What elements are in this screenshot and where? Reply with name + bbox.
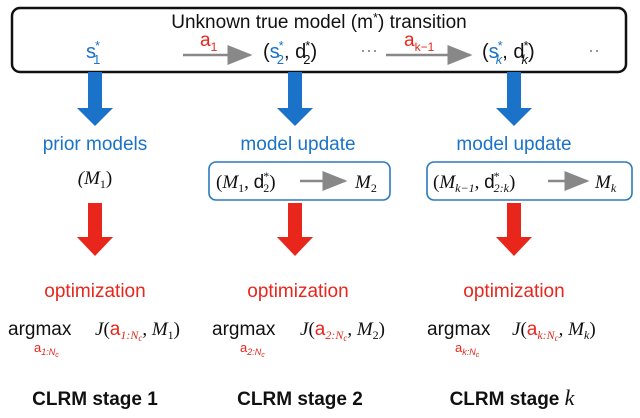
red-arrow-2 [277, 203, 313, 256]
stage3-argmax: argmax [427, 319, 491, 340]
stage1-argmax: argmax [8, 319, 72, 340]
state-s1: s*1 [86, 38, 100, 67]
stage1-objective: J(a1:Nc, M1) [95, 319, 180, 343]
blue-arrow-1 [77, 72, 113, 126]
stage3-optimization: optimization [463, 281, 564, 302]
stage2-update-formula: (M1, d*2) [216, 169, 276, 195]
red-arrow-3 [496, 203, 532, 256]
stage2-optimization: optimization [247, 281, 348, 302]
stage3-updated-model: Mk [594, 172, 617, 195]
stage1-model: (M1) [78, 168, 112, 191]
stage3-heading: model update [456, 134, 571, 155]
stage2-heading: model update [240, 134, 355, 155]
transition-dots-mid: ··· [360, 40, 378, 60]
stage2-updated-model: M2 [354, 172, 377, 195]
stage2-label: CLRM stage 2 [237, 389, 363, 410]
transition-box [10, 6, 628, 74]
stage2-argmax-sub: a2:Nc [240, 340, 265, 359]
transition-dots-end: ·· [588, 40, 600, 60]
stage1-optimization: optimization [44, 281, 145, 302]
stage1-heading: prior models [43, 134, 148, 155]
state-s2-d2: (s*2, d*2) [263, 38, 317, 67]
state-sk-dk: (s*k, d*k) [482, 38, 535, 67]
stage1-label: CLRM stage 1 [32, 389, 158, 410]
stage2-objective: J(a2:Nc, M2) [300, 319, 385, 343]
transition-title: Unknown true model (m*) transition [171, 10, 466, 33]
stage1-argmax-sub: a1:Nc [34, 340, 59, 359]
action-a1: a1 [200, 30, 218, 54]
stage3-update-formula: (Mk−1, d*2:k) [433, 169, 515, 195]
stage3-objective: J(ak:Nc, Mk) [512, 319, 596, 343]
blue-arrow-3 [496, 72, 532, 126]
stage2-argmax: argmax [212, 319, 276, 340]
stage3-argmax-sub: ak:Nc [455, 340, 480, 359]
stage3-label: CLRM stage k [450, 385, 576, 410]
action-ak-1: ak−1 [404, 30, 435, 54]
blue-arrow-2 [277, 72, 313, 126]
red-arrow-1 [77, 203, 113, 256]
